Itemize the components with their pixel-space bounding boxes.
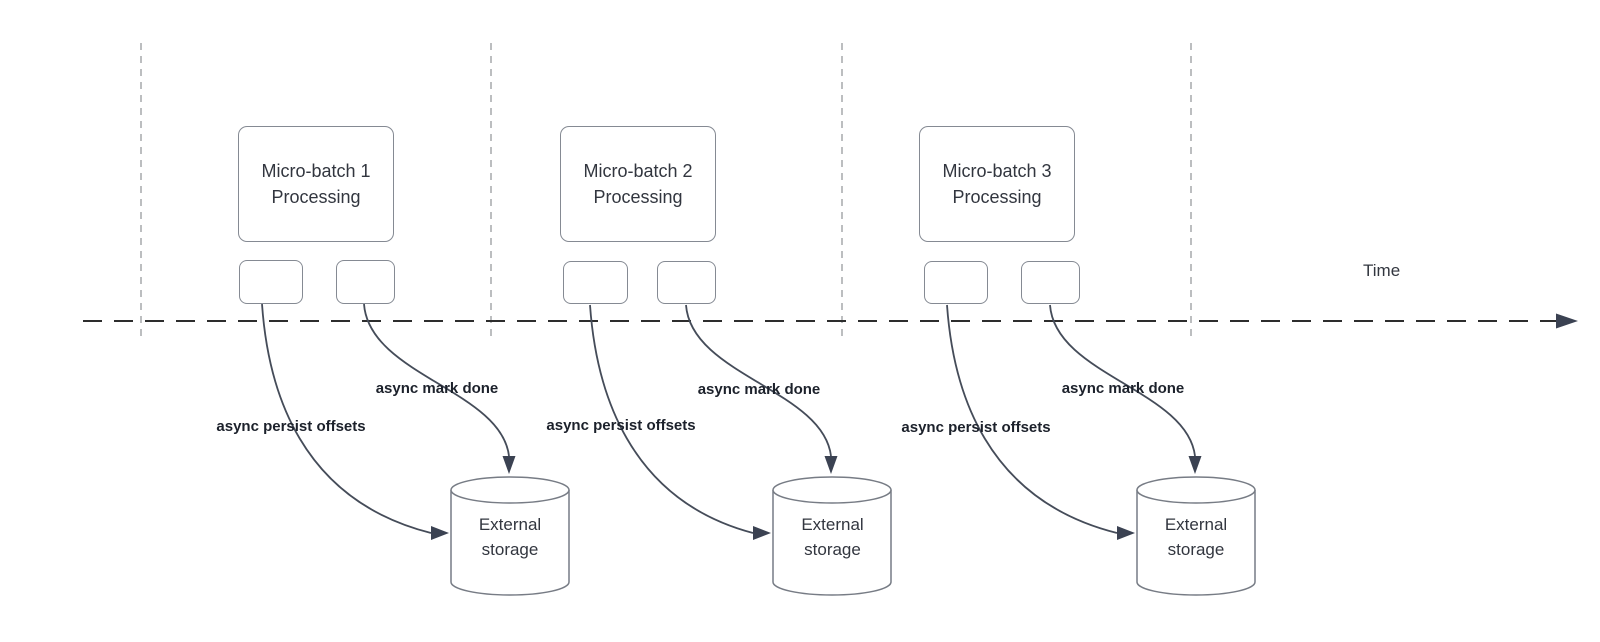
- external-storage-cylinder-3-icon: [1136, 476, 1256, 596]
- microbatch-2-offset-task-box: [563, 261, 628, 304]
- microbatch-2-processing-box: Micro-batch 2 Processing: [560, 126, 716, 242]
- persist-offsets-label-2: async persist offsets: [546, 417, 696, 434]
- microbatch-2-title-line1: Micro-batch 2: [583, 161, 693, 181]
- mark-done-arrowhead-2-icon: [824, 456, 838, 474]
- microbatch-2-title-line2: Processing: [593, 187, 683, 207]
- microbatch-3-offset-task-box: [924, 261, 988, 304]
- external-storage-cylinder-2-icon: [772, 476, 892, 596]
- persist-offsets-label-1: async persist offsets: [216, 418, 366, 435]
- mark-done-label-2: async mark done: [697, 381, 821, 398]
- persist-offsets-arrow-1: [261, 303, 432, 534]
- external-storage-label-1: External storage: [478, 515, 542, 559]
- persist-offsets-arrowhead-2-icon: [753, 526, 771, 540]
- microbatch-1-title-line1: Micro-batch 1: [261, 161, 371, 181]
- mark-done-label-1: async mark done: [375, 380, 499, 397]
- external-storage-label-3: External storage: [1164, 515, 1228, 559]
- time-axis-label: Time: [1363, 261, 1401, 280]
- persist-offsets-arrow-3: [946, 304, 1118, 534]
- external-storage-label-2: External storage: [801, 515, 864, 559]
- mark-done-arrow-3: [1049, 304, 1196, 457]
- mark-done-label-3: async mark done: [1061, 380, 1185, 397]
- microbatch-1-title-line2: Processing: [271, 187, 361, 207]
- persist-offsets-arrowhead-3-icon: [1117, 526, 1135, 540]
- microbatch-3-done-task-box: [1021, 261, 1080, 304]
- persist-offsets-arrowhead-1-icon: [431, 526, 449, 540]
- mark-done-arrowhead-1-icon: [502, 456, 516, 474]
- microbatch-1-offset-task-box: [239, 260, 303, 304]
- microbatch-1-processing-box: Micro-batch 1 Processing: [238, 126, 394, 242]
- microbatch-3-title-line1: Micro-batch 3: [942, 161, 1052, 181]
- mark-done-arrow-2: [685, 304, 832, 457]
- mark-done-arrowhead-3-icon: [1188, 456, 1202, 474]
- external-storage-cylinder-1-icon: [450, 476, 570, 596]
- time-axis-arrowhead-icon: [1556, 313, 1578, 329]
- mark-done-arrow-1: [363, 303, 510, 457]
- microbatch-1-done-task-box: [336, 260, 395, 304]
- persist-offsets-arrow-2: [589, 304, 754, 534]
- microbatch-3-processing-box: Micro-batch 3 Processing: [919, 126, 1075, 242]
- microbatch-3-title-line2: Processing: [952, 187, 1042, 207]
- microbatch-2-done-task-box: [657, 261, 716, 304]
- persist-offsets-label-3: async persist offsets: [901, 419, 1051, 436]
